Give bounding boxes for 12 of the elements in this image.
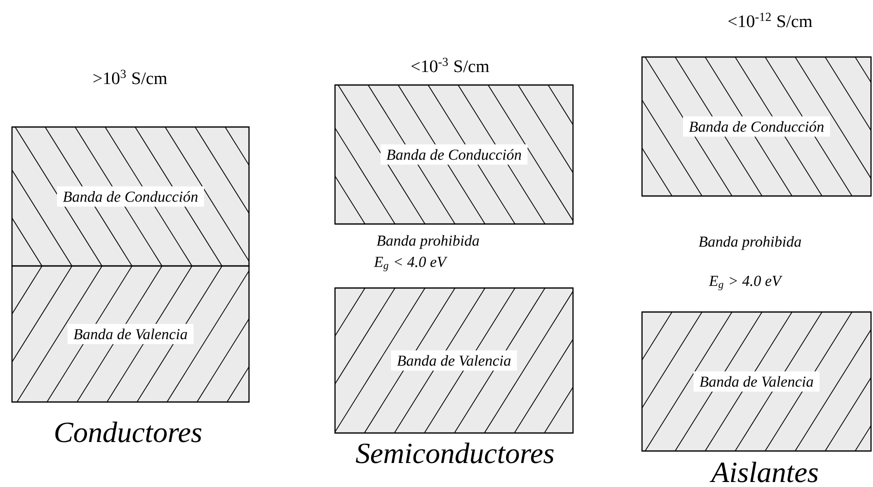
conductivity-label: >10$^{3}$ S/cm [94, 70, 168, 84]
gap-label: Banda prohibida [376, 235, 479, 249]
gap-energy-label: E$_{g}$ > 4.0 eV [708, 276, 782, 290]
band-box: Banda de Valencia [641, 311, 872, 452]
band-box: Banda de Conducción [334, 84, 574, 225]
band-box: Banda de Conducción [11, 126, 250, 267]
gap-energy-label: E$_{g}$ < 4.0 eV [374, 256, 448, 272]
conductivity-label: <10$^{-12}$ S/cm [728, 12, 812, 28]
band-box: Banda de Valencia [11, 265, 250, 403]
band-box: Banda de Conducción [641, 56, 872, 197]
gap-label: Banda prohibida [698, 236, 801, 250]
band-box: Banda de Valencia [334, 287, 574, 434]
